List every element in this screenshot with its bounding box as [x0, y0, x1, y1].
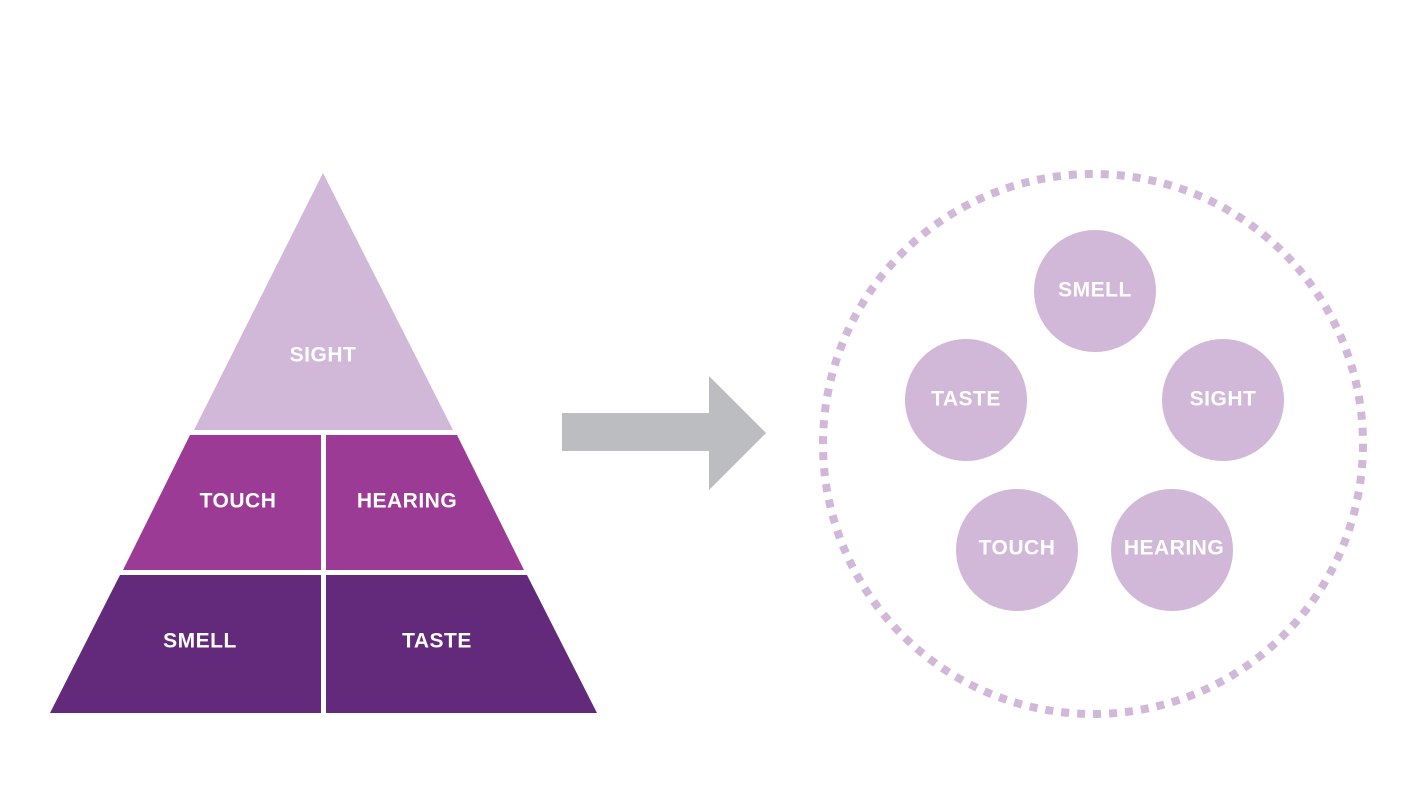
pyramid-label-touch: TOUCH [200, 490, 277, 513]
circle-label-hearing: HEARING [1124, 537, 1224, 560]
sense-circle-taste [905, 339, 1027, 461]
sense-circle-hearing [1111, 489, 1233, 611]
dashed-boundary-circle [819, 170, 1367, 718]
pyramid-label-smell: SMELL [163, 630, 237, 653]
circle-group: SMELL TASTE SIGHT TOUCH HEARING [819, 170, 1367, 718]
pyramid-tier-middle-right [326, 435, 524, 570]
pyramid-label-sight: SIGHT [290, 344, 357, 367]
circle-label-touch: TOUCH [979, 537, 1056, 560]
circle-label-sight: SIGHT [1190, 388, 1257, 411]
circle-label-taste: TASTE [931, 388, 1001, 411]
pyramid-tier-bottom-right [326, 575, 597, 713]
pyramid-tier-top [194, 173, 453, 430]
pyramid-tier-middle-left [123, 435, 321, 570]
circle-label-smell: SMELL [1058, 279, 1132, 302]
pyramid-label-taste: TASTE [402, 630, 472, 653]
sense-circle-touch [956, 489, 1078, 611]
right-arrow-icon [562, 376, 766, 490]
pyramid-label-hearing: HEARING [357, 490, 457, 513]
pyramid: SIGHT TOUCH HEARING SMELL TASTE [50, 173, 597, 713]
pyramid-tier-bottom-left [50, 575, 321, 713]
sense-circle-sight [1162, 339, 1284, 461]
sense-circle-smell [1034, 230, 1156, 352]
